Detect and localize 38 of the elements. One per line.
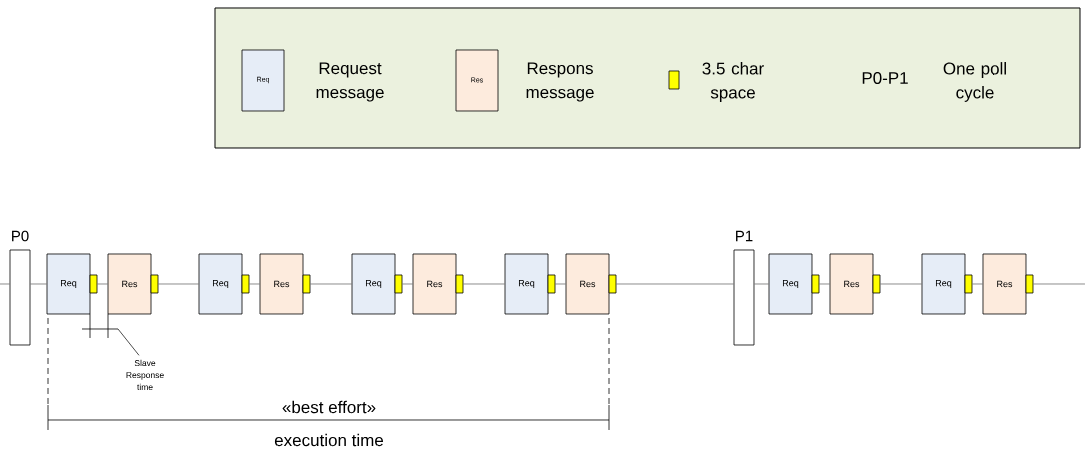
message-box: Req bbox=[46, 253, 91, 315]
connector-line bbox=[158, 283, 199, 285]
poll-label: P0 bbox=[12, 230, 29, 242]
legend-symbol: P0-P1 bbox=[862, 72, 908, 84]
message-box: Res bbox=[259, 253, 304, 315]
connector-line bbox=[30, 283, 47, 285]
poll-label: P1 bbox=[736, 230, 753, 242]
connector-line bbox=[1033, 283, 1085, 285]
connector-line bbox=[972, 283, 983, 285]
connector-line bbox=[754, 283, 769, 285]
message-box: Req bbox=[198, 253, 243, 315]
connector-line bbox=[402, 283, 413, 285]
connector-line bbox=[249, 283, 260, 285]
connector-line bbox=[97, 283, 108, 285]
connector-line bbox=[0, 283, 10, 285]
connector-line bbox=[616, 283, 734, 285]
dimension-label: «best effort» bbox=[282, 400, 376, 414]
legend-text: 3.5 char space bbox=[702, 62, 764, 102]
connector-line bbox=[880, 283, 922, 285]
message-box: Res bbox=[982, 253, 1027, 315]
message-box: Req bbox=[768, 253, 813, 315]
message-box: Req bbox=[351, 253, 396, 315]
message-box: Res bbox=[412, 253, 457, 315]
leader-line bbox=[117, 328, 140, 356]
connector-line bbox=[310, 283, 352, 285]
connector-line bbox=[555, 283, 566, 285]
legend-text: Request message bbox=[316, 62, 384, 102]
connector-line bbox=[463, 283, 505, 285]
message-box: Req bbox=[504, 253, 549, 315]
message-box: Res bbox=[829, 253, 874, 315]
legend-text: One poll cycle bbox=[943, 62, 1006, 102]
dimension-label: execution time bbox=[274, 433, 384, 447]
connector-line bbox=[819, 283, 830, 285]
message-box: Res bbox=[565, 253, 610, 315]
legend-text: Respons message bbox=[526, 62, 594, 102]
dimension-label: Slave Response time bbox=[126, 359, 164, 391]
message-box: Res bbox=[107, 253, 152, 315]
message-box: Req bbox=[921, 253, 966, 315]
